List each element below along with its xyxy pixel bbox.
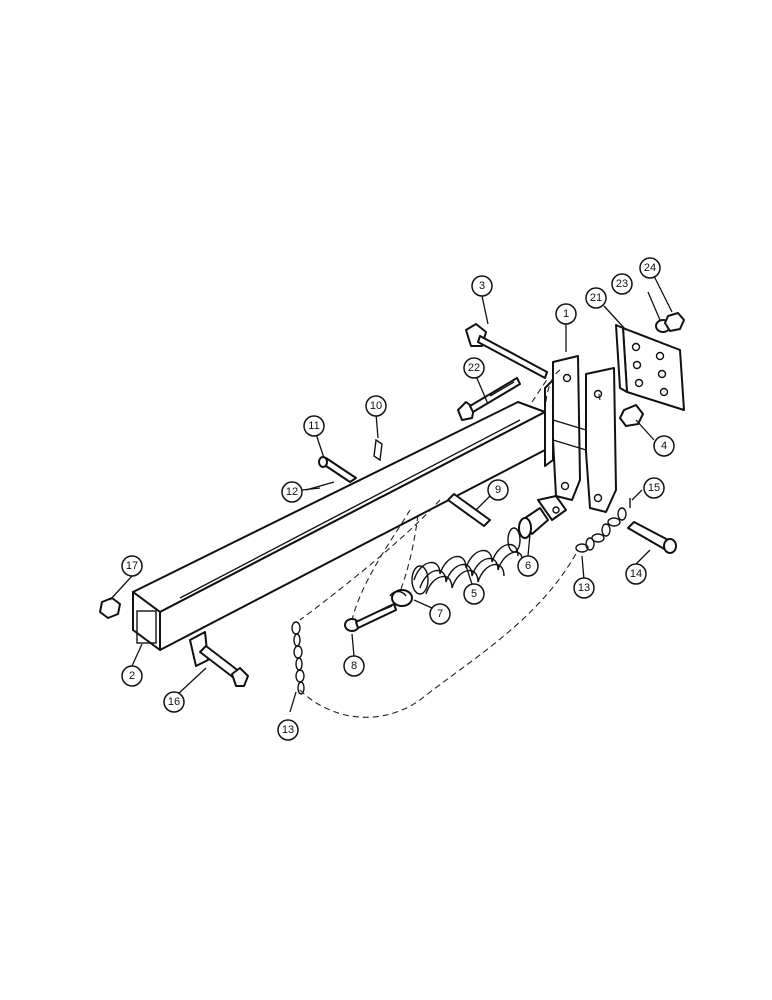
callout-14: 14 — [625, 563, 647, 585]
nut-17 — [99, 597, 121, 619]
callout-9: 9 — [487, 479, 509, 501]
callout-5: 5 — [463, 583, 485, 605]
svg-text:14: 14 — [630, 568, 642, 580]
callout-2: 2 — [121, 665, 143, 687]
callout-13-left: 13 — [277, 719, 299, 741]
bolt-22 — [457, 377, 521, 421]
spring-end-6 — [518, 495, 567, 539]
svg-text:12: 12 — [286, 486, 298, 498]
callout-22: 22 — [463, 357, 485, 379]
nut-4 — [619, 404, 644, 427]
callout-leaders — [109, 275, 673, 713]
callout-15: 15 — [643, 477, 665, 499]
bolt-16 — [199, 645, 249, 687]
svg-text:17: 17 — [126, 560, 138, 572]
callout-17: 17 — [121, 555, 143, 577]
svg-text:7: 7 — [437, 608, 443, 620]
svg-text:3: 3 — [479, 280, 485, 292]
svg-text:1: 1 — [563, 308, 569, 320]
callout-8: 8 — [343, 655, 365, 677]
callout-11: 11 — [303, 415, 325, 437]
callout-24: 24 — [639, 257, 661, 279]
svg-text:11: 11 — [308, 420, 319, 432]
mounting-bracket — [544, 355, 617, 513]
svg-text:4: 4 — [661, 440, 667, 452]
callout-1: 1 — [555, 303, 577, 325]
eyebolt-8 — [344, 603, 397, 632]
pin-11 — [318, 456, 357, 483]
chain-13-right — [575, 507, 627, 553]
nut-24 — [664, 312, 685, 332]
svg-text:10: 10 — [370, 400, 382, 412]
svg-text:23: 23 — [616, 278, 628, 290]
callout-6: 6 — [517, 555, 539, 577]
callout-3: 3 — [471, 275, 493, 297]
bolt-9 — [447, 493, 491, 527]
callout-7: 7 — [429, 603, 451, 625]
chain-13-left — [291, 621, 305, 695]
callout-10: 10 — [365, 395, 387, 417]
callout-13-right: 13 — [573, 577, 595, 599]
callout-21: 21 — [585, 287, 607, 309]
svg-text:9: 9 — [495, 484, 501, 496]
svg-text:5: 5 — [471, 588, 477, 600]
svg-text:21: 21 — [590, 292, 602, 304]
svg-text:13: 13 — [578, 582, 590, 594]
svg-text:6: 6 — [525, 560, 531, 572]
main-tube — [132, 401, 546, 667]
callout-23: 23 — [611, 273, 633, 295]
svg-text:2: 2 — [129, 670, 135, 682]
spring-5 — [411, 527, 523, 595]
pin-14 — [627, 521, 677, 554]
svg-text:24: 24 — [644, 262, 656, 274]
clip-pin-10 — [373, 438, 383, 462]
svg-text:16: 16 — [168, 696, 180, 708]
callout-16: 16 — [163, 691, 185, 713]
connection-lines — [299, 369, 601, 718]
callout-4: 4 — [653, 435, 675, 457]
svg-text:13: 13 — [282, 724, 294, 736]
callout-12: 12 — [281, 481, 303, 503]
svg-text:15: 15 — [648, 482, 660, 494]
mounting-plate — [615, 324, 685, 411]
bolt-3 — [465, 323, 548, 379]
svg-text:22: 22 — [468, 362, 480, 374]
spring-cup-7 — [389, 589, 413, 607]
svg-text:8: 8 — [351, 660, 357, 672]
